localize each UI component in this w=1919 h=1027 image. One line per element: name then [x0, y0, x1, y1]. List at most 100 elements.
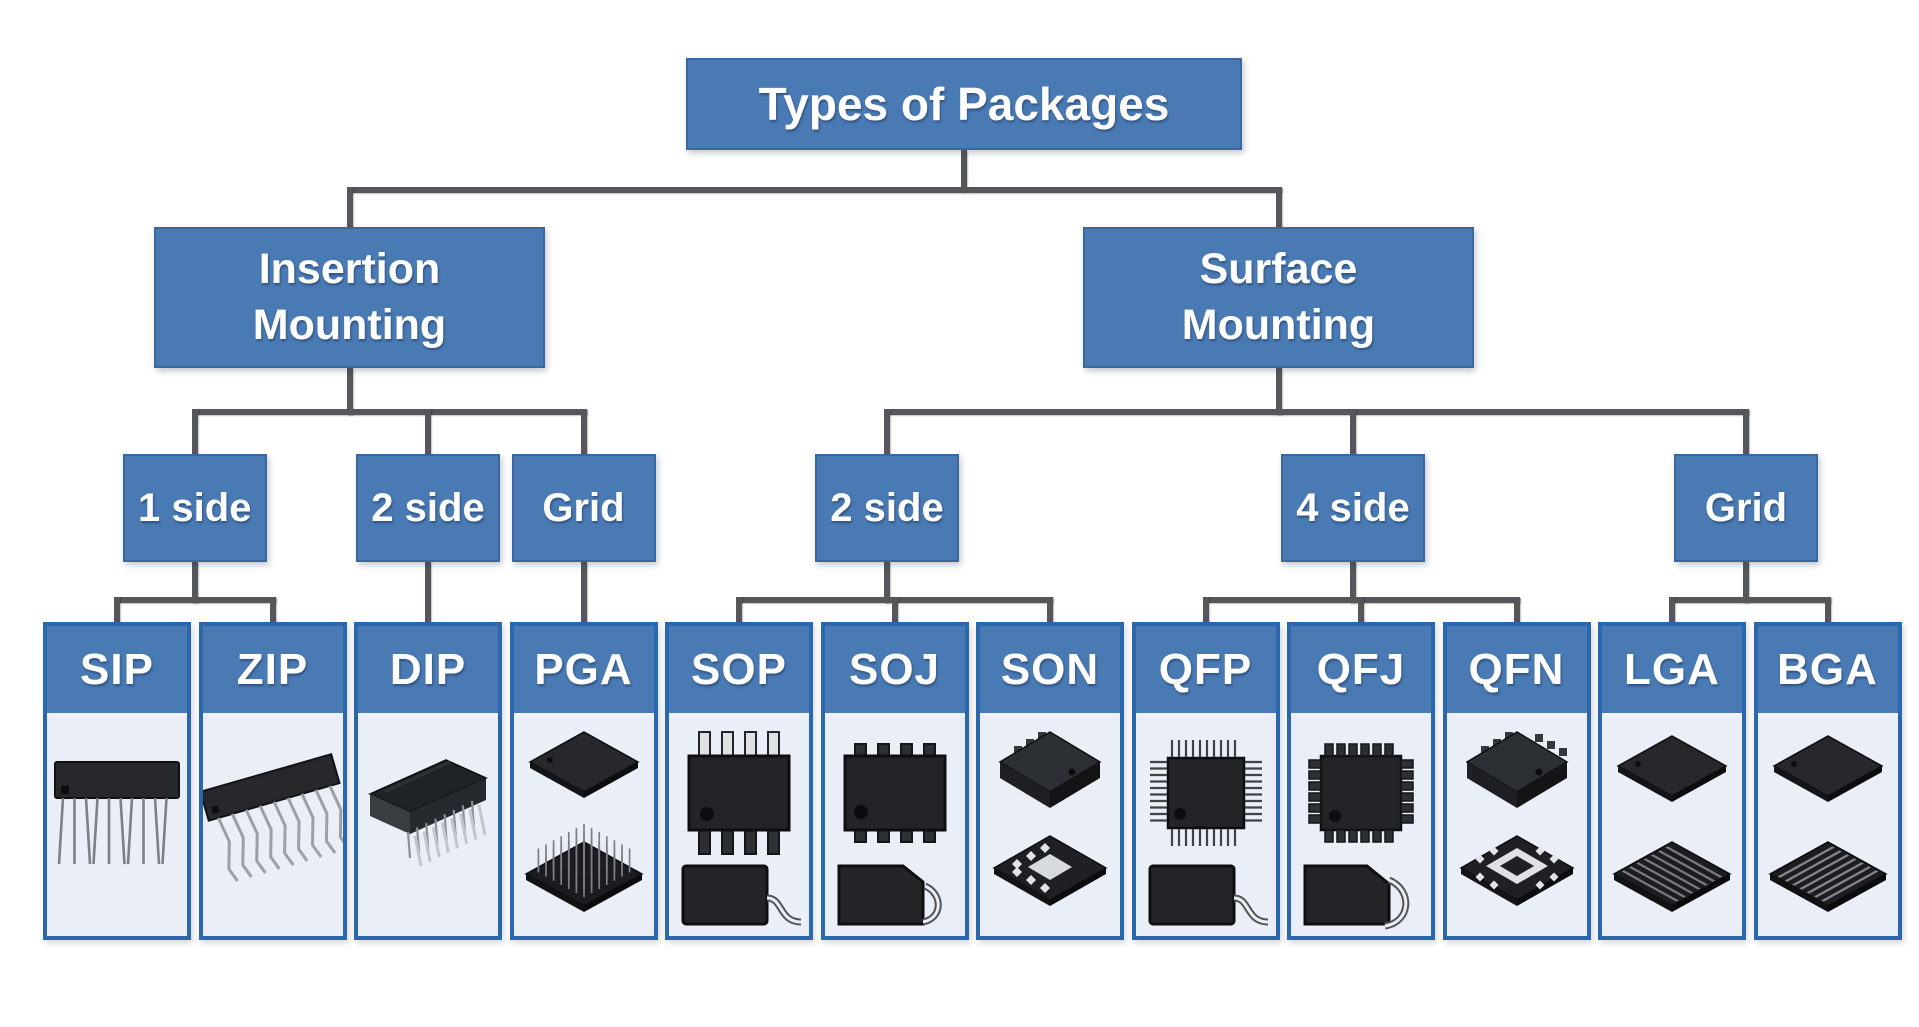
package-name-label: SIP — [80, 644, 154, 694]
package-card-body — [202, 716, 343, 936]
sip-package-art — [54, 761, 180, 865]
package-card-sop: SOP — [665, 622, 813, 940]
connector-line — [884, 409, 1749, 415]
package-card-bga: BGA — [1753, 622, 1902, 940]
connector-line — [346, 187, 353, 227]
package-name-label: QFJ — [1316, 644, 1406, 694]
connector-line — [1275, 368, 1282, 415]
connector-line — [1743, 409, 1749, 454]
connector-line — [1275, 187, 1282, 227]
connector-line — [346, 187, 1282, 193]
package-name-label: PGA — [534, 644, 633, 694]
connector-line — [269, 597, 276, 622]
package-card-header: SOP — [669, 626, 809, 716]
bga-package-art — [1767, 735, 1888, 912]
package-name-label: LGA — [1624, 644, 1720, 694]
package-card-body — [514, 716, 654, 936]
package-card-qfp: QFP — [1131, 622, 1280, 940]
son-package-art — [992, 731, 1108, 906]
package-card-header: LGA — [1602, 626, 1742, 716]
connector-line — [114, 597, 276, 603]
group-node-label: 2 side — [830, 485, 944, 530]
group-node-insertion-1-side: 1 side — [122, 454, 267, 562]
package-card-body — [1758, 716, 1898, 936]
package-card-son: SON — [976, 622, 1124, 940]
dip-package-art — [368, 759, 488, 867]
zip-package-art — [202, 753, 343, 882]
group-node-insertion-2-side: 2 side — [356, 454, 500, 562]
package-card-header: QFJ — [1291, 626, 1431, 716]
package-card-pga: PGA — [509, 622, 658, 940]
package-name-label: QFN — [1468, 644, 1565, 694]
group-node-insertion-grid: Grid — [511, 454, 656, 562]
connector-line — [1358, 597, 1364, 622]
connector-line — [736, 597, 742, 622]
package-card-sip: SIP — [43, 622, 191, 940]
package-card-dip: DIP — [354, 622, 502, 940]
package-card-header: SIP — [47, 626, 187, 716]
package-name-label: SOJ — [848, 644, 941, 694]
connector-line — [580, 409, 587, 454]
connector-line — [884, 562, 890, 603]
connector-line — [884, 409, 890, 454]
package-card-header: PGA — [513, 626, 654, 716]
package-card-header: QFN — [1446, 626, 1587, 716]
package-card-header: DIP — [358, 626, 498, 716]
connector-line — [1743, 562, 1749, 603]
connector-line — [425, 562, 431, 622]
connector-line — [425, 409, 431, 454]
package-card-body — [1447, 716, 1587, 936]
package-card-body — [825, 716, 965, 936]
package-card-header: QFP — [1135, 626, 1276, 716]
connector-line — [191, 409, 587, 415]
root-node-label: Types of Packages — [758, 78, 1170, 130]
pga-package-art — [523, 731, 644, 912]
package-card-body — [47, 716, 187, 936]
connector-line — [346, 368, 353, 415]
branch-node-surface-mounting: Surface Mounting — [1083, 227, 1474, 368]
group-node-surface-grid: Grid — [1674, 454, 1818, 562]
package-name-label: SON — [1000, 644, 1100, 694]
package-card-header: SOJ — [824, 626, 965, 716]
package-name-label: SOP — [691, 644, 787, 694]
group-node-label: 1 side — [138, 485, 252, 530]
package-card-header: ZIP — [202, 626, 343, 716]
package-card-body — [358, 716, 498, 936]
group-node-label: 4 side — [1296, 485, 1410, 530]
package-name-label: DIP — [389, 644, 467, 694]
sop-package-art — [681, 731, 802, 926]
package-name-label: ZIP — [236, 644, 309, 694]
branch-node-insertion-mounting: Insertion Mounting — [154, 227, 545, 368]
package-card-body — [1291, 716, 1431, 936]
branch-node-label: Insertion Mounting — [252, 244, 447, 349]
package-card-body — [980, 716, 1120, 936]
group-node-label: Grid — [542, 485, 625, 530]
soj-package-art — [837, 743, 946, 926]
connector-line — [1669, 597, 1675, 622]
package-card-soj: SOJ — [820, 622, 969, 940]
package-card-header: SON — [980, 626, 1120, 716]
package-card-header: BGA — [1757, 626, 1898, 716]
package-card-zip: ZIP — [198, 622, 347, 940]
package-card-body — [1136, 716, 1276, 936]
group-node-label: 2 side — [371, 485, 485, 530]
package-name-label: BGA — [1777, 644, 1878, 694]
connector-line — [1202, 597, 1209, 622]
connector-line — [114, 597, 120, 622]
qfj-package-art — [1303, 743, 1414, 930]
connector-line — [961, 150, 967, 192]
branch-node-label: Surface Mounting — [1181, 244, 1376, 349]
qfn-package-art — [1458, 731, 1575, 906]
package-name-label: QFP — [1158, 644, 1253, 694]
package-card-qfj: QFJ — [1287, 622, 1435, 940]
group-node-surface-4-side: 4 side — [1281, 454, 1425, 562]
connector-line — [191, 562, 198, 603]
connector-line — [1350, 562, 1356, 603]
connector-line — [1047, 597, 1053, 622]
package-card-body — [1602, 716, 1742, 936]
qfp-package-art — [1148, 740, 1268, 926]
group-node-surface-2-side: 2 side — [815, 454, 959, 562]
connector-line — [1350, 409, 1356, 454]
connector-line — [891, 597, 898, 622]
